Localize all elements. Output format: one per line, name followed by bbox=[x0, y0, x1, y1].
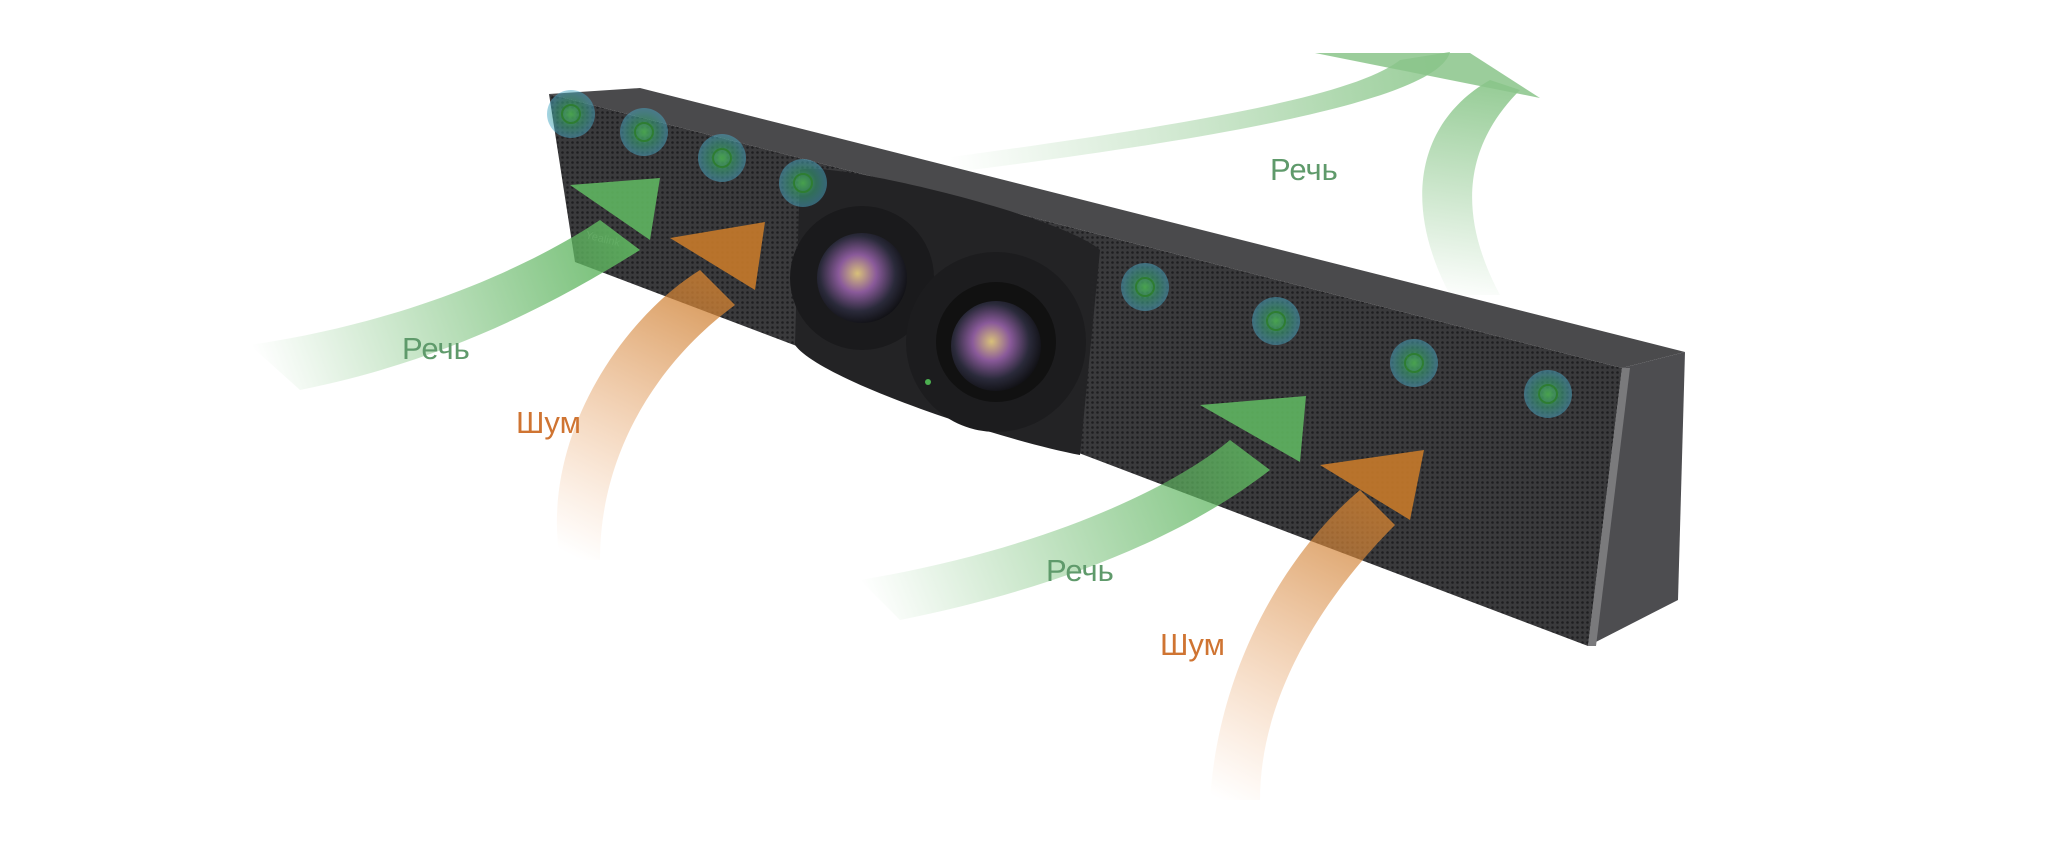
microphone-core bbox=[1404, 353, 1424, 373]
microphone-icon bbox=[547, 90, 595, 138]
microphone-icon bbox=[1121, 263, 1169, 311]
microphone-core bbox=[561, 104, 581, 124]
microphone-icon bbox=[1252, 297, 1300, 345]
microphone-core bbox=[634, 122, 654, 142]
microphone-array bbox=[547, 90, 1572, 418]
speech-arrow-top bbox=[930, 52, 1540, 295]
microphone-icon bbox=[779, 159, 827, 207]
microphone-icon bbox=[620, 108, 668, 156]
microphone-core bbox=[1538, 384, 1558, 404]
microphone-core bbox=[1266, 311, 1286, 331]
microphone-core bbox=[793, 173, 813, 193]
microphone-icon bbox=[698, 134, 746, 182]
microphone-core bbox=[1135, 277, 1155, 297]
label-speech-bottom: Речь bbox=[1046, 553, 1114, 588]
noise-arrow-bottom bbox=[1210, 450, 1424, 800]
status-led bbox=[925, 379, 931, 385]
label-noise-left: Шум bbox=[516, 405, 581, 440]
microphone-icon bbox=[1390, 339, 1438, 387]
label-noise-bottom: Шум bbox=[1160, 627, 1225, 662]
label-speech-left: Речь bbox=[402, 331, 470, 366]
speech-arrow-bottom bbox=[860, 396, 1306, 620]
speech-arrow-left bbox=[250, 178, 660, 390]
noise-arrow-left bbox=[556, 222, 765, 560]
microphone-core bbox=[712, 148, 732, 168]
label-speech-top: Речь bbox=[1270, 152, 1338, 187]
microphone-icon bbox=[1524, 370, 1572, 418]
